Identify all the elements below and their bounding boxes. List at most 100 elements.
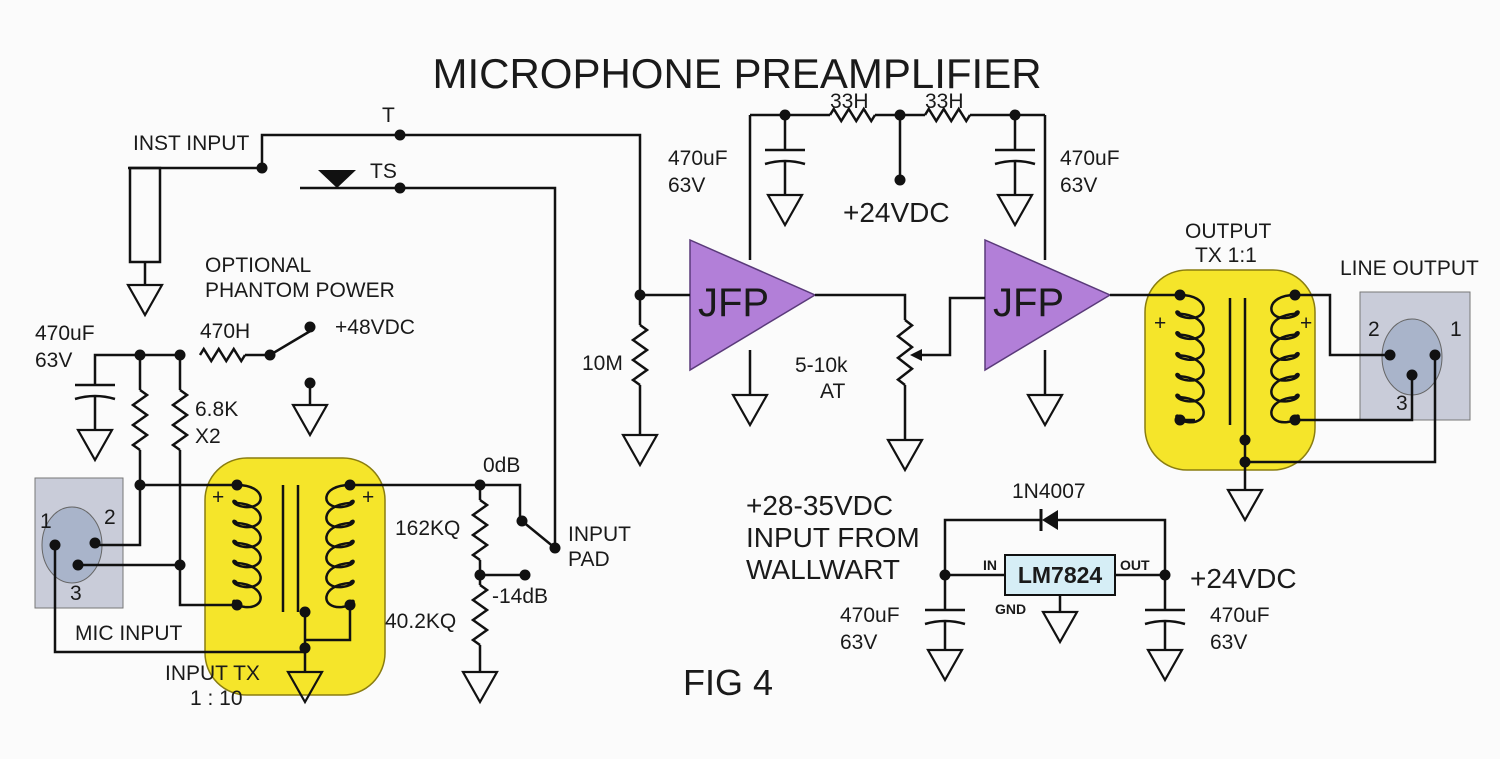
junction-dot <box>1159 569 1171 581</box>
junction-dot <box>231 479 243 491</box>
ground-icon <box>1026 393 1064 428</box>
output-tx-plus-left: + <box>1154 312 1166 335</box>
phantom-resistor-label: 470H <box>200 320 250 343</box>
mic-pin-2: 2 <box>104 506 116 529</box>
junction-dot <box>256 162 268 174</box>
junction-dot <box>89 537 101 549</box>
reg-gnd-label: GND <box>995 601 1026 617</box>
junction-dot <box>939 569 951 581</box>
resistor-icon <box>470 583 490 647</box>
filter-r1-label: 33H <box>830 90 869 113</box>
junction-dot <box>344 599 356 611</box>
resistor-icon <box>895 319 915 386</box>
junction-dot <box>1174 289 1186 301</box>
junction-dot <box>779 109 791 121</box>
mic-pin-1: 1 <box>40 510 52 533</box>
junction-dot <box>174 559 186 571</box>
junction-dot <box>299 642 311 654</box>
junction-dot <box>49 539 61 551</box>
reg-in-label: IN <box>983 557 997 573</box>
line-pin-1: 1 <box>1450 318 1462 341</box>
junction-dot <box>264 349 276 361</box>
cap-in-value: 470uF <box>840 604 900 627</box>
amp-2-label: JFP <box>993 281 1064 325</box>
junction-dot <box>304 377 316 389</box>
mic-input-label: MIC INPUT <box>75 622 183 645</box>
pot-value-label: 5-10k <box>795 354 848 377</box>
resistor-icon <box>828 106 877 124</box>
capacitor-icon <box>924 619 966 626</box>
diagram-title: MICROPHONE PREAMPLIFIER <box>432 50 1041 97</box>
input-tx-plus-right: + <box>362 486 374 509</box>
pad-14db-label: -14dB <box>492 585 548 608</box>
tip-label: T <box>382 104 395 127</box>
line-pin-2: 2 <box>1368 318 1380 341</box>
transformer-coil-icon <box>325 483 355 609</box>
resistor-icon <box>130 388 150 452</box>
ground-icon <box>1226 488 1264 523</box>
junction-dot <box>304 321 316 333</box>
cap-out-voltage: 63V <box>1210 631 1247 654</box>
junction-dot <box>1009 109 1021 121</box>
ground-icon <box>126 283 164 318</box>
ground-icon <box>996 193 1034 228</box>
cap-left-value: 470uF <box>668 147 728 170</box>
pot-wiper-arrow-icon <box>910 349 922 361</box>
ground-icon <box>1146 648 1184 683</box>
ground-icon <box>926 648 964 683</box>
junction-dot <box>1239 456 1251 468</box>
junction-dot <box>1406 369 1418 381</box>
junction-dot <box>299 606 311 618</box>
output-tx-label-2: TX 1:1 <box>1195 244 1257 267</box>
junction-dot <box>344 479 356 491</box>
junction-dot <box>1174 414 1186 426</box>
resistor-icon <box>923 106 972 124</box>
junction-dot <box>1384 349 1396 361</box>
junction-dot <box>549 542 561 554</box>
ground-icon <box>766 193 804 228</box>
phantom-label-2: PHANTOM POWER <box>205 279 395 302</box>
power-input-label-1: +28-35VDC <box>746 490 893 521</box>
tip-sleeve-label: TS <box>370 160 397 183</box>
junction-dot <box>1289 414 1301 426</box>
amp-1-label: JFP <box>698 281 769 325</box>
output-tx-plus-right: + <box>1300 312 1312 335</box>
junction-dot <box>516 515 528 527</box>
capacitor-icon <box>764 159 806 166</box>
pad-0db-label: 0dB <box>483 454 520 477</box>
capacitor-icon <box>994 159 1036 166</box>
output-tx-label-1: OUTPUT <box>1185 220 1272 243</box>
ground-icon <box>286 670 324 705</box>
bias-resistor-10m-label: 10M <box>582 352 623 375</box>
resistor-icon <box>170 388 190 452</box>
cap-right-voltage: 63V <box>1060 174 1097 197</box>
mic-pin-3: 3 <box>70 582 82 605</box>
cap-right-value: 470uF <box>1060 147 1120 170</box>
junction-dot <box>474 479 486 491</box>
phantom-cap-voltage: 63V <box>35 349 72 372</box>
bias-resistor-qty: X2 <box>195 425 221 448</box>
junction-dot <box>394 182 406 194</box>
amplifier-1 <box>689 238 817 372</box>
cap-out-value: 470uF <box>1210 604 1270 627</box>
capacitor-icon <box>74 394 116 401</box>
capacitor-icon <box>1144 619 1186 626</box>
junction-dot <box>519 569 531 581</box>
phantom-label-1: OPTIONAL <box>205 254 311 277</box>
pad-r2-label: 40.2KQ <box>385 610 456 633</box>
transformer-coil-icon <box>232 483 262 609</box>
power-output-label: +24VDC <box>1190 563 1297 594</box>
ts-contact-icon <box>318 170 356 188</box>
line-pin-3: 3 <box>1396 392 1408 415</box>
regulator-label: LM7824 <box>1018 562 1103 588</box>
resistor-icon <box>470 498 490 562</box>
line-output-label: LINE OUTPUT <box>1340 257 1479 280</box>
inst-input-label: INST INPUT <box>133 132 249 155</box>
input-transformer-body <box>204 457 386 696</box>
junction-dot <box>134 479 146 491</box>
ground-icon <box>621 433 659 468</box>
wires <box>53 113 1437 672</box>
junction-dot <box>134 349 146 361</box>
